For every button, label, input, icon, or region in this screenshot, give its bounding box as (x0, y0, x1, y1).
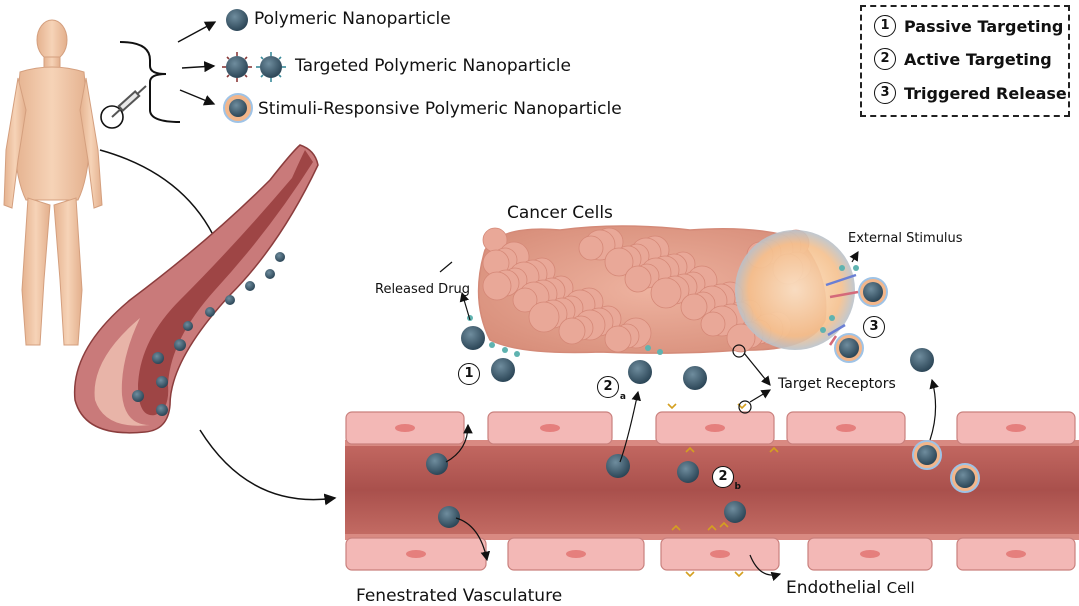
number-badge: 1 (874, 15, 896, 37)
tumor-cell (700, 311, 726, 337)
legend-stimuli-label: Stimuli-Responsive Polymeric Nanoparticl… (258, 99, 622, 119)
receptor-marks (667, 403, 779, 578)
blood-vessel (73, 144, 319, 434)
bracket (119, 41, 181, 123)
marker-number: 2 (603, 379, 613, 394)
tumor-cell (650, 277, 682, 309)
legend-polymeric-label: Polymeric Nanoparticle (254, 9, 451, 29)
legend-targeted-label: Targeted Polymeric Nanoparticle (295, 56, 571, 76)
targeted-nanoparticle-icon (222, 52, 286, 82)
syringe-icon (111, 85, 147, 118)
marker-subscript: b (734, 482, 741, 492)
marker-triggered-release: 3 (863, 316, 885, 338)
target-receptors-label: Target Receptors (778, 376, 896, 392)
endothelial-cell-label: Endothelial Cell (786, 578, 915, 598)
tumor-cell (604, 325, 632, 353)
marker-number: 2 (718, 469, 728, 484)
stimuli-responsive-nanoparticle-icon (223, 93, 253, 123)
marker-passive-targeting: 1 (458, 363, 480, 385)
number-badge: 3 (874, 82, 896, 104)
injection-site-icon (100, 105, 124, 129)
human-figure (3, 19, 103, 346)
released-drug-label: Released Drug (375, 282, 471, 297)
tumor-cell (726, 323, 756, 353)
marker-number: 1 (464, 366, 474, 381)
tumor-cell (528, 301, 560, 333)
number-badge: 2 (874, 48, 896, 70)
tumor-cell (578, 235, 604, 261)
targeting-row-triggered: 3 Triggered Release (874, 82, 1067, 104)
tumor-cell (512, 287, 538, 313)
targeting-label: Triggered Release (904, 83, 1067, 103)
cancer-cells-label: Cancer Cells (507, 203, 613, 223)
targeting-row-passive: 1 Passive Targeting (874, 15, 1063, 37)
targeting-legend-box: 1 Passive Targeting 2 Active Targeting 3… (860, 5, 1070, 117)
tumor-cell (482, 271, 512, 301)
external-stimulus-label: External Stimulus (848, 231, 963, 246)
released-drug-dots (467, 265, 859, 357)
nanoparticles-scene (426, 277, 980, 528)
endothelial-cell-text: Endothelial (786, 578, 887, 598)
stimulus-bars (825, 273, 859, 346)
fenestrated-vasculature-label: Fenestrated Vasculature (356, 586, 563, 606)
marker-number: 3 (869, 319, 879, 334)
stimulus-zone (735, 230, 855, 350)
marker-subscript: a (619, 392, 626, 402)
tumor-cell (558, 317, 586, 345)
targeting-label: Passive Targeting (904, 16, 1064, 36)
endothelial-cell-tail: Cell (886, 579, 915, 597)
tumor-cell (680, 293, 708, 321)
tumor-cell (624, 265, 652, 293)
targeting-row-active: 2 Active Targeting (874, 48, 1052, 70)
tumor-cell (604, 247, 634, 277)
targeting-label: Active Targeting (904, 49, 1052, 69)
polymeric-nanoparticle-icon (226, 9, 248, 31)
cancer-cells-mass (477, 225, 855, 354)
